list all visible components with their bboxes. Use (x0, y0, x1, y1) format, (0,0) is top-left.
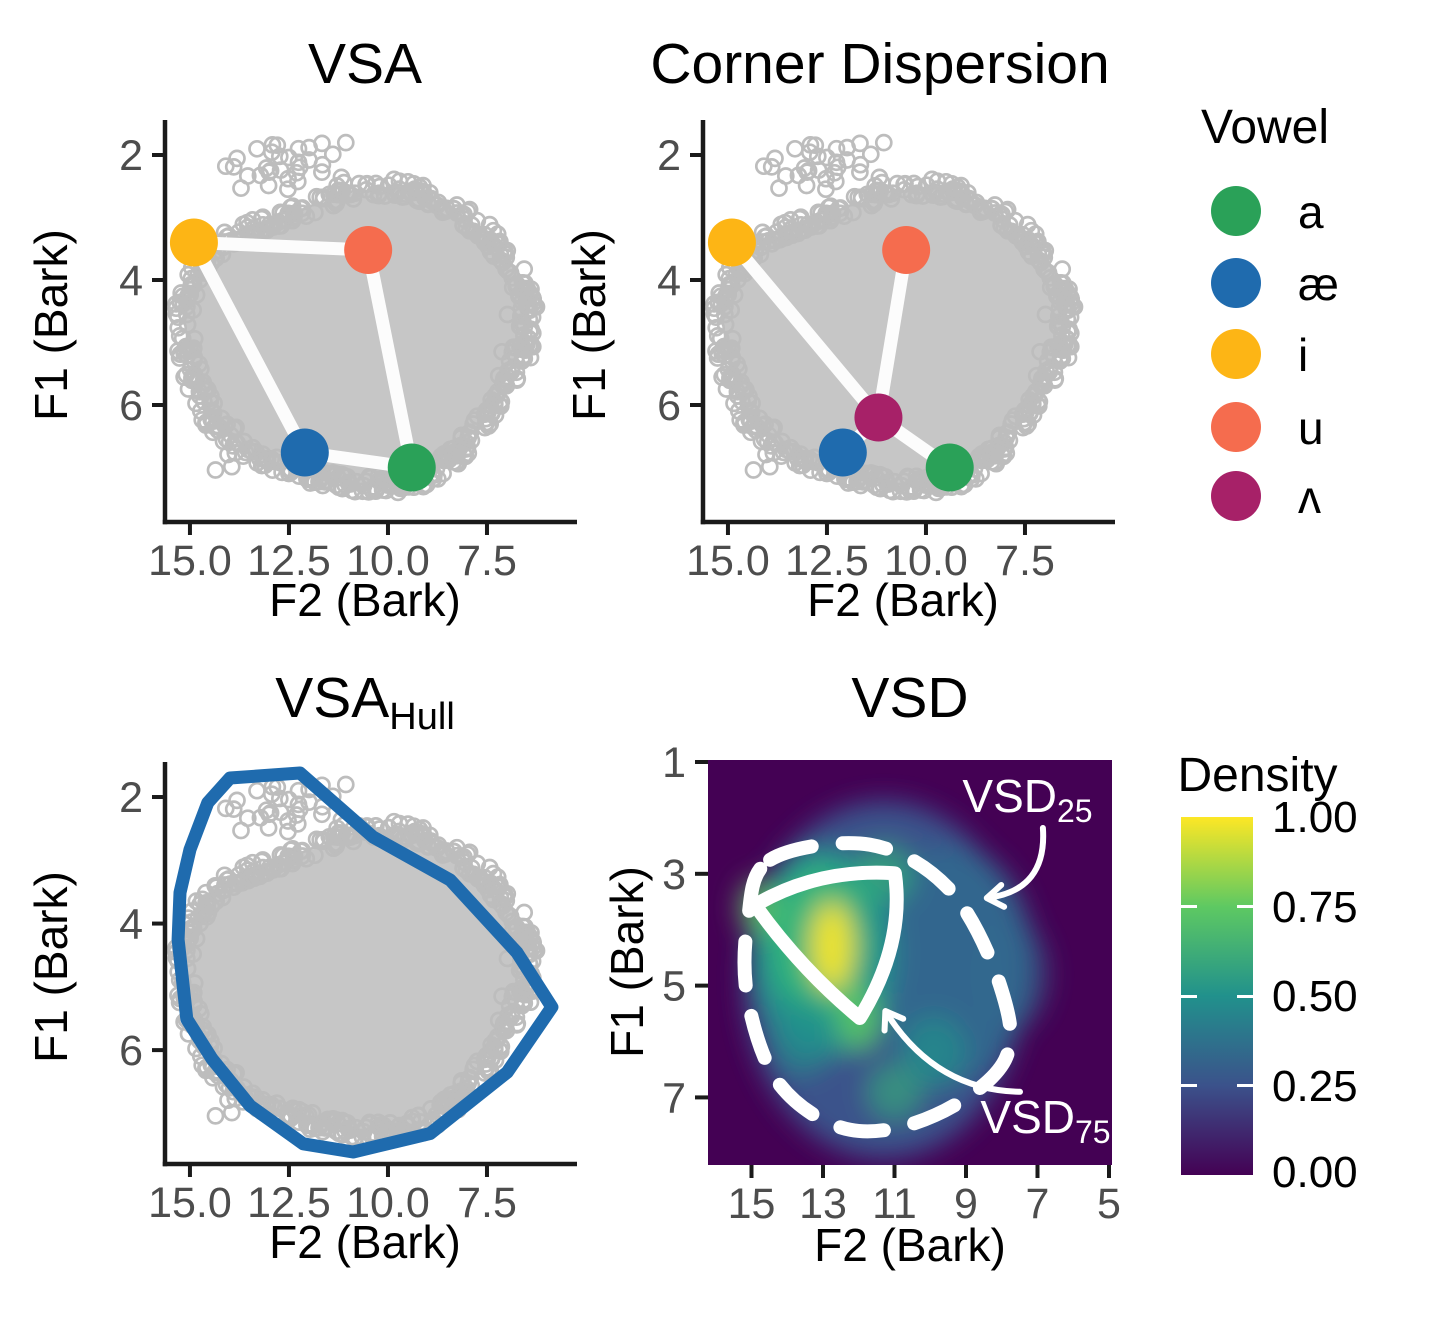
colorbar-tick (1181, 905, 1197, 908)
y-tick-label: 4 (657, 257, 681, 305)
annotation-arrow-vsd75 (881, 1008, 1023, 1095)
x-tick-label: 10.0 (346, 537, 430, 585)
axes-vsa: 15.0 12.5 10.0 7.5 2 4 6 (119, 120, 577, 585)
vsd-heatmap (708, 760, 1112, 1165)
colorbar-tick (1237, 905, 1253, 908)
scatter-cloud-vsa (167, 133, 546, 502)
panel-title-vsa-hull-subscript: Hull (389, 696, 455, 738)
y-tick-label: 2 (657, 132, 681, 180)
colorbar-tick (1237, 1084, 1253, 1087)
x-tick-label: 12.5 (785, 537, 869, 585)
x-tick-label: 7.5 (457, 537, 517, 585)
vowel-mean-point-æ (818, 428, 867, 477)
legend-label-a: a (1298, 186, 1324, 238)
legend-dot-ae (1211, 258, 1261, 308)
density-tick-0.50: 0.50 (1272, 972, 1358, 1021)
vowel-mean-point-u (882, 226, 931, 274)
vowel-mean-point-ʌ (854, 393, 903, 442)
x-tick-label: 10.0 (346, 1179, 430, 1227)
y-axis-label-vsa: F1 (Bark) (25, 229, 77, 421)
contour-vsd25-dashed (737, 836, 1018, 1139)
y-tick-label: 1 (662, 739, 686, 787)
x-axis-label-hull: F2 (Bark) (269, 1216, 461, 1268)
vowel-mean-point-a (925, 443, 974, 492)
y-axis-label-corner: F1 (Bark) (563, 229, 615, 421)
legend-label-caret: ʌ (1298, 471, 1321, 523)
legend-dot-a (1211, 186, 1261, 236)
legend-vowel-title: Vowel (1200, 101, 1330, 154)
colorbar-tick (1181, 995, 1197, 998)
convex-hull-outline (171, 766, 559, 1159)
legend-label-u: u (1298, 402, 1324, 454)
x-tick-label: 12.5 (247, 537, 331, 585)
y-axis-label-hull: F1 (Bark) (25, 871, 77, 1063)
y-tick-label: 3 (662, 851, 686, 899)
y-tick-label: 5 (662, 963, 686, 1011)
annotation-vsd25-subscript: 25 (1057, 793, 1093, 829)
panel-title-corner-dispersion: Corner Dispersion (650, 32, 1110, 96)
legend-label-i: i (1298, 329, 1309, 381)
x-tick-label: 15.0 (148, 537, 232, 585)
x-tick-label: 10.0 (884, 537, 968, 585)
axes-vsa-hull: 15.0 12.5 10.0 7.5 2 4 6 (119, 762, 577, 1227)
x-tick-label: 9 (954, 1180, 978, 1228)
annotation-vsd25: VSD25 (955, 773, 1100, 827)
x-axis-label-vsa: F2 (Bark) (269, 574, 461, 626)
vowel-mean-point-u (344, 226, 393, 274)
density-tick-0.25: 0.25 (1272, 1062, 1358, 1111)
legend-dot-u (1211, 402, 1261, 452)
density-colorbar (1181, 817, 1253, 1175)
x-axis-label-vsd: F2 (Bark) (814, 1219, 1006, 1271)
annotation-vsd75-main: VSD (980, 1091, 1075, 1143)
y-tick-label: 6 (119, 382, 143, 430)
annotation-vsd75: VSD75 (968, 1094, 1123, 1148)
colorbar-tick (1237, 995, 1253, 998)
density-tick-0.75: 0.75 (1272, 883, 1358, 932)
x-tick-label: 7.5 (995, 537, 1055, 585)
density-tick-0.00: 0.00 (1272, 1148, 1358, 1197)
colorbar-tick (1181, 1084, 1197, 1087)
annotation-arrow-vsd25 (983, 825, 1047, 910)
x-tick-label: 7.5 (457, 1179, 517, 1227)
x-tick-label: 7 (1026, 1180, 1050, 1228)
annotation-vsd75-subscript: 75 (1075, 1114, 1111, 1150)
y-tick-label: 4 (119, 901, 143, 949)
x-tick-label: 15.0 (148, 1179, 232, 1227)
x-tick-label: 13 (799, 1180, 847, 1228)
x-tick-label: 11 (872, 1180, 917, 1228)
vowel-mean-point-i (169, 218, 218, 267)
panel-title-vsa-hull: VSAHull (165, 670, 565, 738)
x-tick-label: 15.0 (686, 537, 770, 585)
y-tick-label: 7 (662, 1074, 686, 1122)
vowel-mean-point-i (707, 218, 756, 267)
x-tick-label: 15 (728, 1180, 776, 1228)
y-axis-label-vsd: F1 (Bark) (601, 866, 653, 1058)
panel-title-vsa: VSA (307, 32, 423, 96)
axes-corner: 15.0 12.5 10.0 7.5 2 4 6 (657, 120, 1115, 585)
legend-dot-caret (1211, 471, 1261, 521)
x-axis-label-corner: F2 (Bark) (807, 574, 999, 626)
vowel-mean-point-æ (280, 428, 329, 477)
y-tick-label: 4 (119, 257, 143, 305)
contour-vsd75-solid (748, 865, 904, 1025)
density-tick-1.00: 1.00 (1272, 793, 1358, 842)
x-tick-label: 12.5 (247, 1179, 331, 1227)
legend-density-title: Density (1177, 749, 1338, 802)
y-tick-label: 6 (119, 1027, 143, 1075)
x-tick-label: 5 (1097, 1180, 1121, 1228)
annotation-vsd25-main: VSD (962, 770, 1057, 822)
panel-title-vsa-hull-main: VSA (275, 666, 390, 730)
vowel-mean-point-a (387, 443, 436, 492)
legend-dot-i (1211, 329, 1261, 379)
legend-label-ae: æ (1298, 258, 1339, 310)
panel-title-vsd: VSD (851, 666, 969, 730)
y-tick-label: 2 (119, 774, 143, 822)
y-tick-label: 2 (119, 132, 143, 180)
y-tick-label: 6 (657, 382, 681, 430)
